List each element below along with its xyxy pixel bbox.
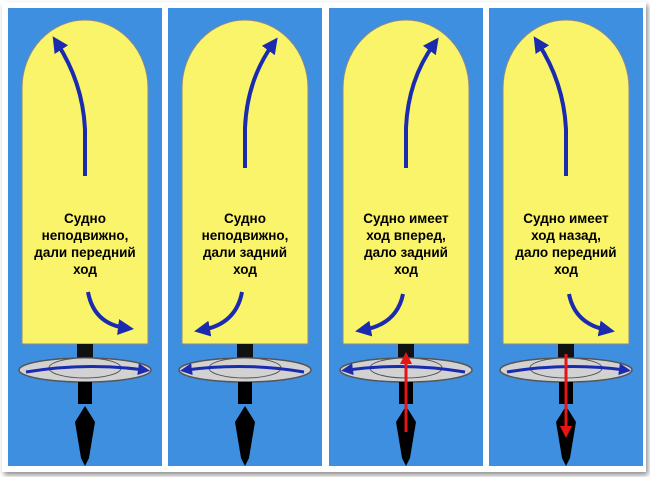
stern-kick-arrow: [355, 293, 405, 337]
rotation-arrow: [180, 363, 305, 376]
bow-turn-arrow: [52, 36, 87, 176]
rudder-stock: [238, 382, 252, 404]
panel-caption: Судно неподвижно, дали передний ход: [34, 211, 136, 277]
vessel-hull: [502, 19, 630, 345]
stern-kick-arrow: [86, 291, 134, 335]
panel-4: Судно имеет ход назад, дало передний ход: [489, 8, 643, 466]
vessel-diagram: [178, 19, 312, 466]
vessel-hull: [181, 19, 309, 345]
diagram-frame: Судно неподвижно, дали передний ход Судн…: [2, 2, 646, 472]
rudder-blade: [75, 406, 95, 466]
stern-kick-arrow: [194, 291, 244, 337]
panel-caption: Судно имеет ход назад, дало передний ход: [515, 211, 617, 277]
vessel-hull: [342, 19, 470, 345]
rudder-blade: [235, 406, 255, 466]
bow-turn-arrow: [243, 37, 278, 168]
panel-2: Судно неподвижно, дали задний ход: [168, 8, 322, 466]
vessel-diagram: [18, 19, 152, 466]
panel-3: Судно имеет ход вперед, дало задний ход: [329, 8, 483, 466]
rudder-stock: [78, 382, 92, 404]
vessel-diagram: [499, 19, 633, 466]
panel-caption: Судно имеет ход вперед, дало задний ход: [363, 211, 449, 277]
panel-caption: Судно неподвижно, дали задний ход: [201, 211, 289, 277]
vessel-diagram: [339, 19, 473, 466]
bow-turn-arrow: [404, 37, 439, 168]
vessel-hull: [21, 19, 149, 345]
rotation-arrow: [25, 363, 150, 376]
panel-1: Судно неподвижно, дали передний ход: [8, 8, 162, 466]
rudder-blade: [396, 406, 416, 466]
bow-turn-arrow: [533, 36, 568, 176]
stern-kick-arrow: [567, 293, 615, 337]
